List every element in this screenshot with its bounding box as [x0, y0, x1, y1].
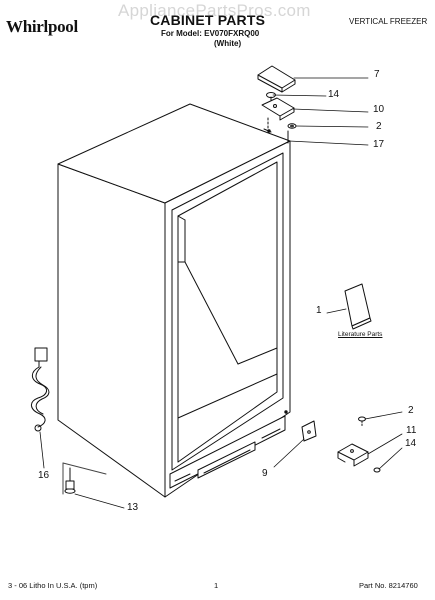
leader-lines — [39, 77, 403, 509]
literature-booklet — [344, 283, 372, 330]
callout-13: 13 — [127, 502, 139, 513]
callout-1: 1 — [316, 305, 322, 316]
cabinet-body — [57, 103, 291, 498]
literature-parts-label: Literature Parts — [338, 331, 383, 338]
callout-14: 14 — [328, 89, 340, 100]
footer-page-number: 1 — [214, 581, 219, 590]
footer-litho: 3 - 06 Litho In U.S.A. (tpm) — [8, 581, 98, 590]
callout-14-lower: 14 — [405, 438, 417, 449]
callout-10: 10 — [373, 104, 385, 115]
watermark-text: AppliancePartsPros.com — [118, 1, 311, 20]
bottom-hinge-assembly — [301, 416, 381, 473]
color-line: (White) — [214, 39, 242, 48]
model-line: For Model: EV070FXRQ00 — [161, 29, 260, 38]
callout-9: 9 — [262, 468, 268, 479]
callout-2-lower: 2 — [408, 405, 414, 416]
power-cord — [31, 347, 50, 432]
callout-16: 16 — [38, 470, 50, 481]
top-hinge-assembly — [257, 65, 297, 144]
callout-7: 7 — [374, 69, 380, 80]
callout-2: 2 — [376, 121, 382, 132]
callout-17: 17 — [373, 139, 385, 150]
callout-11: 11 — [406, 425, 417, 436]
footer-part-number: Part No. 8214760 — [359, 581, 418, 590]
leveling-leg — [62, 462, 107, 495]
whirlpool-logo: Whirlpool — [6, 17, 78, 36]
category-label: VERTICAL FREEZER — [349, 17, 428, 26]
page-title: CABINET PARTS — [150, 12, 266, 28]
